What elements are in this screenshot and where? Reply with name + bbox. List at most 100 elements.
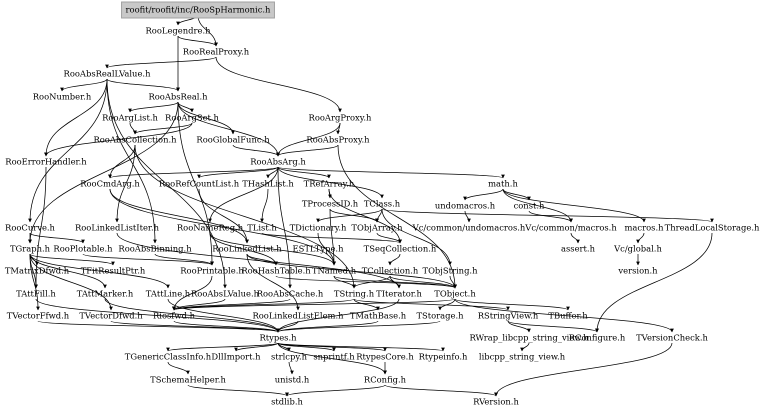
- node-tlist-h[interactable]: TList.h: [247, 223, 277, 233]
- node-rooabscollection-h[interactable]: RooAbsCollection.h: [93, 135, 177, 145]
- node-tattfill-h[interactable]: TAttFill.h: [16, 289, 56, 299]
- node-assert-h[interactable]: assert.h: [561, 244, 596, 254]
- node-math-h[interactable]: math.h: [488, 179, 518, 189]
- node-rooplotable-h[interactable]: RooPlotable.h: [53, 244, 113, 254]
- edge-rtypes-to-tgenericclassinfo: [166, 342, 279, 352]
- node-tversioncheck-h[interactable]: TVersionCheck.h: [636, 333, 708, 343]
- edge-tgraph-to-tfitresultptr: [29, 253, 115, 266]
- root-node-box: [121, 1, 275, 19]
- edge-tstorage-to-rtypes: [276, 320, 441, 333]
- node-roocurve-h[interactable]: RooCurve.h: [5, 223, 56, 233]
- edge-argset-to-abscollection: [133, 122, 193, 135]
- node-strlcpy-h[interactable]: strlcpy.h: [271, 352, 308, 362]
- edge-rtypes-to-rtypeinfo: [277, 342, 445, 352]
- node-tvectordfwd-h[interactable]: TVectorDfwd.h: [79, 311, 143, 321]
- edge-tobjarray-to-tseqcollection: [376, 232, 402, 244]
- node-rconfig-h[interactable]: RConfig.h: [364, 375, 407, 385]
- node-tstring-h[interactable]: TString.h: [334, 289, 375, 299]
- node-rooabsbinning-h[interactable]: RooAbsBinning.h: [118, 244, 192, 254]
- node-macros-h[interactable]: macros.h: [624, 223, 664, 233]
- node-stdlib-h[interactable]: stdlib.h: [271, 397, 303, 407]
- node-rwrap-libcpp-string-view-h[interactable]: RWrap_libcpp_string_view.h: [469, 333, 589, 344]
- node-thashlist-h[interactable]: THashList.h: [242, 179, 294, 189]
- node-rooabsreallvalue-h[interactable]: RooAbsRealLValue.h: [64, 69, 152, 79]
- node-tcollection-h[interactable]: TCollection.h: [362, 266, 419, 276]
- node-tobject-h[interactable]: TObject.h: [434, 289, 476, 299]
- node-snprintf-h[interactable]: snprintf.h: [313, 352, 355, 362]
- node-riosfwd-h[interactable]: Riosfwd.h: [153, 311, 196, 321]
- node-tclass-h[interactable]: TClass.h: [364, 199, 401, 209]
- node-roohashtable-h[interactable]: RooHashTable.h: [241, 266, 311, 276]
- node-tgenericclassinfo-h[interactable]: TGenericClassInfo.h: [125, 352, 212, 362]
- node-roolegendre-h[interactable]: RooLegendre.h: [146, 26, 212, 36]
- node-rtypeinfo-h[interactable]: Rtypeinfo.h: [419, 352, 468, 362]
- node-estltype-h[interactable]: ESTLType.h: [292, 244, 344, 254]
- graph-nodes: roofit/roofit/inc/RooSpHarmonic.hRooLege…: [5, 1, 760, 407]
- node-tfitresultptr-h[interactable]: TFitResultPtr.h: [81, 266, 146, 276]
- node-tattline-h[interactable]: TAttLine.h: [146, 289, 191, 299]
- node-rooargproxy-h[interactable]: RooArgProxy.h: [309, 113, 372, 123]
- node-roonumber-h[interactable]: RooNumber.h: [33, 92, 92, 102]
- node-roonamereg-h[interactable]: RooNameReg.h: [177, 223, 244, 233]
- node-tobjstring-h[interactable]: TObjString.h: [422, 266, 478, 276]
- node-unistd-h[interactable]: unistd.h: [275, 375, 310, 385]
- node-dllimport-h[interactable]: DllImport.h: [211, 352, 261, 362]
- node-titerator-h[interactable]: TIterator.h: [376, 289, 422, 299]
- node-trefarray-h[interactable]: TRefArray.h: [304, 179, 355, 189]
- node-tseqcollection-h[interactable]: TSeqCollection.h: [364, 244, 437, 254]
- node-tgraph-h[interactable]: TGraph.h: [10, 244, 51, 254]
- node-rooprintable-h[interactable]: RooPrintable.h: [180, 266, 244, 276]
- node-vc-common-macros-h[interactable]: Vc/common/macros.h: [524, 223, 617, 233]
- node-rooabslvalue-h[interactable]: RooAbsLValue.h: [191, 289, 260, 299]
- edge-tclass-to-tdictionary: [316, 208, 383, 223]
- edge-math-to-macros: [502, 188, 646, 223]
- edge-tvectordfwd-to-rtypes: [110, 320, 280, 333]
- node-rtypescore-h[interactable]: RtypesCore.h: [356, 352, 414, 362]
- node-rooarglist-h[interactable]: RooArgList.h: [102, 113, 158, 123]
- node-tvectorffwd-h[interactable]: TVectorFfwd.h: [7, 311, 70, 321]
- node-tobjarray-h[interactable]: TObjArray.h: [351, 223, 403, 233]
- node-const-h[interactable]: const.h: [514, 201, 545, 211]
- node-rooabsproxy-h[interactable]: RooAbsProxy.h: [306, 135, 370, 145]
- node-roocmdarg-h[interactable]: RooCmdArg.h: [80, 179, 140, 189]
- node-rconfigure-h[interactable]: RConfigure.h: [569, 333, 626, 343]
- node-roorealproxy-h[interactable]: RooRealProxy.h: [183, 47, 250, 57]
- edge-absreallvalue-to-abslvalue: [106, 78, 227, 289]
- node-tdictionary-h[interactable]: TDictionary.h: [290, 223, 347, 233]
- node-rooabsarg-h[interactable]: RooAbsArg.h: [250, 157, 306, 167]
- node-vc-common-undomacros-h[interactable]: Vc/common/undomacros.h: [412, 223, 526, 233]
- node-roorefcountlist-h[interactable]: RooRefCountList.h: [159, 179, 240, 189]
- node-version-h[interactable]: version.h: [617, 266, 658, 276]
- edge-absreal-to-tgraph: [28, 101, 179, 244]
- node-roolinkedlistiter-h[interactable]: RooLinkedListIter.h: [75, 223, 160, 233]
- node-tattmarker-h[interactable]: TAttMarker.h: [77, 289, 134, 299]
- node-rooargset-h[interactable]: RooArgSet.h: [165, 113, 220, 123]
- node-vc-global-h[interactable]: Vc/global.h: [613, 244, 662, 254]
- node-rooabsreal-h[interactable]: RooAbsReal.h: [148, 92, 208, 102]
- edge-tdictionary-to-tnamed: [317, 232, 336, 266]
- node-threadlocalstorage-h[interactable]: ThreadLocalStorage.h: [665, 223, 760, 233]
- node-roolinkedlist-h[interactable]: RooLinkedList.h: [212, 244, 282, 254]
- node-tschemahelper-h[interactable]: TSchemaHelper.h: [150, 375, 226, 385]
- node-roofit-roofit-inc-roospharmonic-h[interactable]: roofit/roofit/inc/RooSpHarmonic.h: [126, 5, 272, 15]
- node-tmathbase-h[interactable]: TMathBase.h: [350, 311, 407, 321]
- node-rooerrorhandler-h[interactable]: RooErrorHandler.h: [5, 157, 87, 167]
- node-rversion-h[interactable]: RVersion.h: [473, 397, 519, 407]
- node-tprocessid-h[interactable]: TProcessID.h: [302, 199, 359, 209]
- node-undomacros-h[interactable]: undomacros.h: [435, 201, 496, 211]
- node-tbuffer-h[interactable]: TBuffer.h: [548, 311, 588, 321]
- node-rooabscache-h[interactable]: RooAbsCache.h: [257, 289, 324, 299]
- node-rstringview-h[interactable]: RStringView.h: [478, 311, 539, 321]
- node-tmatrixdfwd-h[interactable]: TMatrixDfwd.h: [5, 266, 70, 276]
- edge-tattfill-to-rtypes: [35, 298, 280, 333]
- node-rtypes-h[interactable]: Rtypes.h: [259, 333, 297, 343]
- node-tnamed-h[interactable]: TNamed.h: [312, 266, 357, 276]
- edge-vcmacros-to-assert: [570, 232, 580, 244]
- edge-abscollection-to-cmdarg: [108, 144, 136, 179]
- edge-strlcpy-to-unistd: [288, 361, 294, 375]
- node-libcpp-string-view-h[interactable]: libcpp_string_view.h: [479, 352, 566, 363]
- node-tstorage-h[interactable]: TStorage.h: [416, 311, 464, 321]
- node-rooglobalfunc-h[interactable]: RooGlobalFunc.h: [196, 135, 270, 145]
- node-roolinkedlistelem-h[interactable]: RooLinkedListElem.h: [252, 311, 344, 321]
